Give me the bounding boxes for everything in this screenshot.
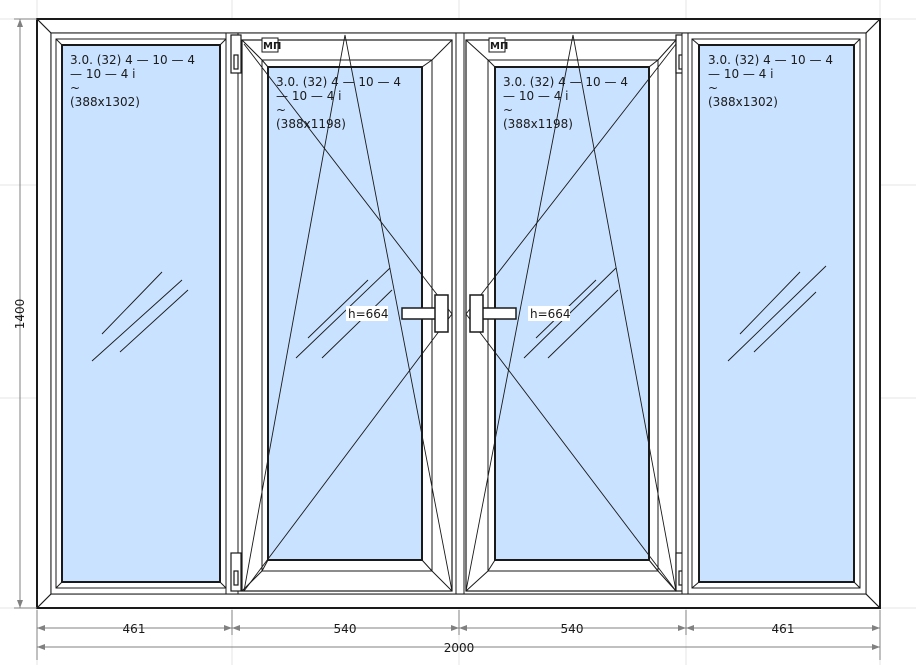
hinge-left-bottom	[230, 552, 242, 592]
glass-size: (388x1302)	[708, 95, 778, 109]
glass-spec-line1: 3.0. (32) 4 — 10 — 4	[276, 75, 401, 89]
handle-right[interactable]	[469, 294, 517, 333]
glass-spec-line3: ~	[70, 81, 80, 95]
pane-fixed-left	[50, 32, 233, 595]
mullion-center	[455, 32, 465, 595]
glass-reflection	[91, 271, 189, 362]
width-dimension	[37, 644, 880, 650]
section-width-label: 540	[561, 622, 584, 636]
overall-width-label: 2000	[444, 641, 475, 655]
glass-reflection	[727, 265, 827, 362]
mp-label: МП	[490, 41, 508, 52]
glass-spec-line2: — 10 — 4 i	[708, 67, 774, 81]
glass-spec-line3: ~	[276, 103, 286, 117]
mp-label: МП	[263, 41, 281, 52]
overall-height-label: 1400	[13, 299, 27, 330]
pane-sash-right	[463, 32, 687, 595]
handle-left[interactable]	[401, 294, 449, 333]
hinge-left-top	[230, 34, 242, 74]
mp-box-right	[488, 37, 506, 53]
height-dimension	[14, 18, 37, 609]
glass-spec-line1: 3.0. (32) 4 — 10 — 4	[708, 53, 833, 67]
handle-label-bg	[528, 306, 570, 321]
glass-spec-line2: — 10 — 4 i	[70, 67, 136, 81]
glass-size: (388x1198)	[503, 117, 573, 131]
glass-reflection	[295, 267, 393, 359]
section-width-label: 540	[334, 622, 357, 636]
opening-lines	[465, 34, 677, 592]
pane-fixed-right	[687, 32, 867, 595]
mullion-left	[225, 32, 239, 595]
handle-height-label: h=664	[530, 307, 571, 321]
section-width-label: 461	[772, 622, 795, 636]
glass-spec-line3: ~	[708, 81, 718, 95]
section-width-label: 461	[123, 622, 146, 636]
glass-spec-line1: 3.0. (32) 4 — 10 — 4	[503, 75, 628, 89]
glass-size: (388x1198)	[276, 117, 346, 131]
glass-size: (388x1302)	[70, 95, 140, 109]
opening-lines	[243, 34, 453, 592]
mp-box-left	[261, 37, 279, 53]
glass-spec-line3: ~	[503, 103, 513, 117]
glass-spec-line1: 3.0. (32) 4 — 10 — 4	[70, 53, 195, 67]
glass-spec-line2: — 10 — 4 i	[276, 89, 342, 103]
section-dimensions	[36, 610, 881, 660]
glass-spec-line2: — 10 — 4 i	[503, 89, 569, 103]
handle-height-label: h=664	[348, 307, 389, 321]
handle-label-bg	[346, 306, 388, 321]
